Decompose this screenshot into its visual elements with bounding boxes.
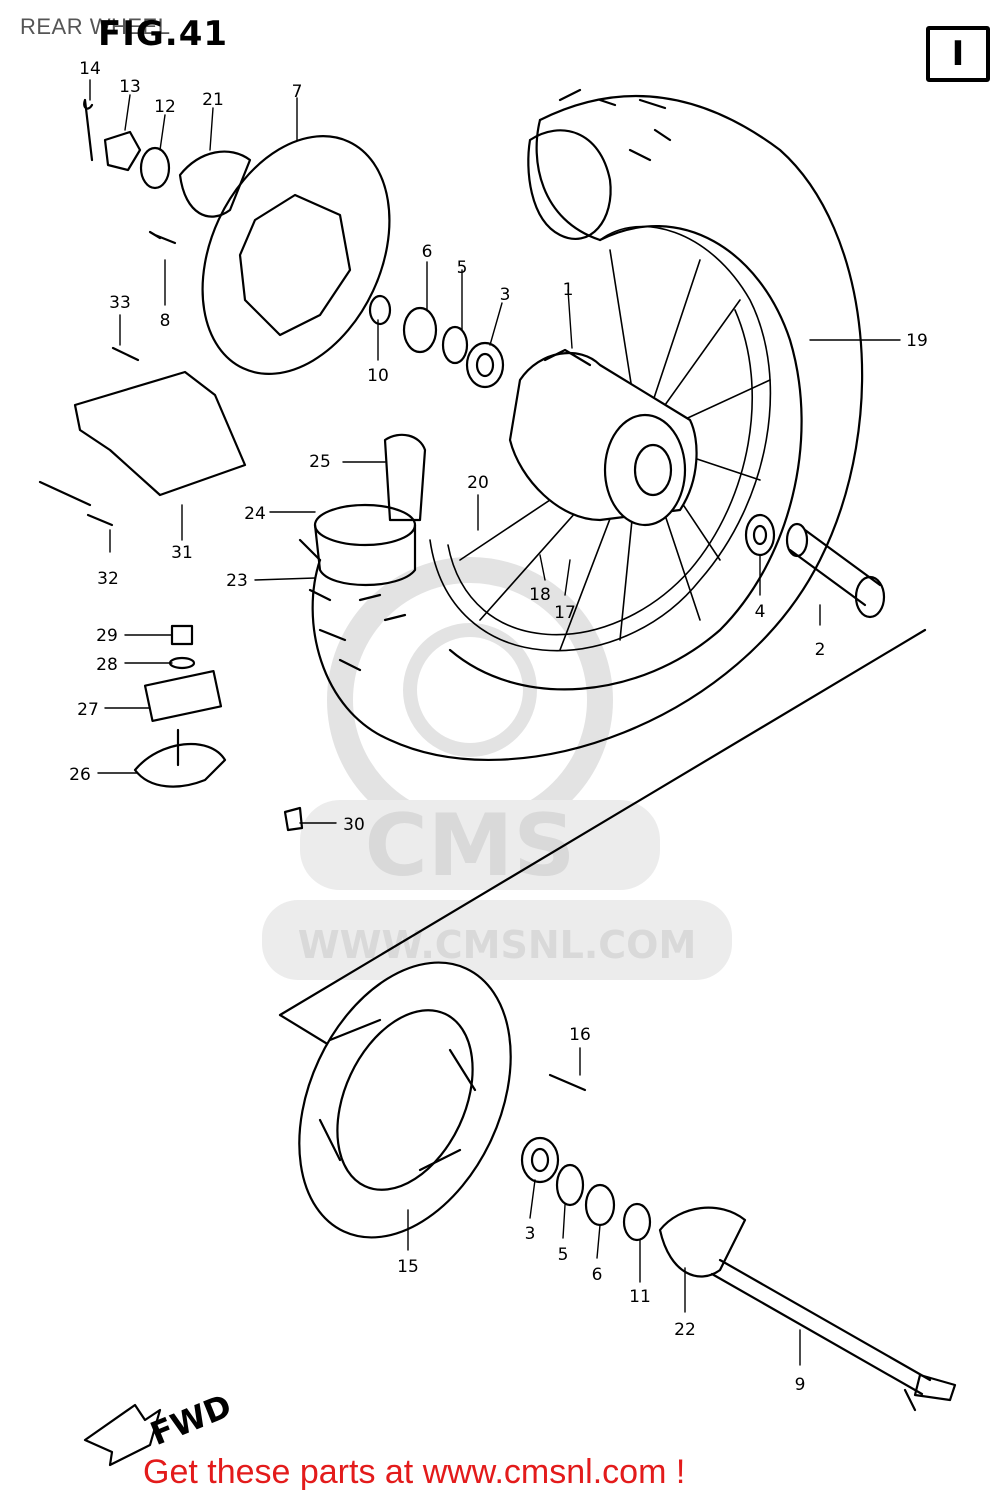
callout-23: 23 [226, 571, 248, 591]
callout-29: 29 [96, 626, 118, 646]
callout-14: 14 [79, 59, 101, 79]
fwd-arrow [83, 1403, 162, 1467]
callout-28: 28 [96, 655, 118, 675]
watermark-url: WWW.CMSNL.COM [298, 923, 697, 967]
disc-cover [73, 370, 247, 497]
rim-lock-washer [168, 656, 196, 670]
callout-5: 5 [457, 258, 468, 278]
callout-26: 26 [69, 765, 91, 785]
cotter-pin [83, 98, 94, 162]
callout-9: 9 [795, 1375, 806, 1395]
callout-17: 17 [554, 603, 576, 623]
callout-13: 13 [119, 77, 141, 97]
fwd-label: FWD [145, 1387, 237, 1454]
chain-adjuster-right [658, 1206, 747, 1278]
watermark: CMS WWW.CMSNL.COM [262, 557, 732, 980]
callout-32: 32 [97, 569, 119, 589]
callout-33: 33 [109, 293, 131, 313]
chain-adjuster-left [178, 150, 252, 218]
nut [103, 130, 142, 172]
brake-disc [201, 135, 391, 375]
tire [298, 88, 864, 761]
callout-6-lower: 6 [592, 1265, 603, 1285]
valve-cap [283, 806, 304, 832]
bearings-and-seals [368, 294, 776, 1242]
callout-3: 3 [500, 285, 511, 305]
cover-screw-upper [111, 346, 140, 362]
cover-screw-lower [86, 513, 114, 527]
callout-11: 11 [629, 1287, 651, 1307]
rim-lock-nut [170, 624, 194, 646]
figure-label: FIG.41 [98, 14, 229, 54]
tube [313, 503, 417, 586]
sprocket-bolt [548, 1073, 587, 1092]
section-marker: I [926, 26, 990, 82]
page-title: REAR WHEEL [20, 14, 171, 39]
rim-lock-plate [143, 670, 223, 722]
callout-4: 4 [755, 602, 766, 622]
axle [710, 1258, 957, 1412]
rim-lock [133, 742, 227, 788]
callout-7: 7 [292, 82, 303, 102]
callout-19: 19 [906, 331, 928, 351]
watermark-brand: CMS [365, 796, 576, 896]
sprocket [298, 961, 512, 1239]
disc-bolt [148, 230, 177, 245]
callout-30: 30 [343, 815, 365, 835]
callout-3-lower: 3 [525, 1224, 536, 1244]
callout-5-lower: 5 [558, 1245, 569, 1265]
callout-12: 12 [154, 97, 176, 117]
callout-1: 1 [563, 280, 574, 300]
callouts: 1 2 3 4 5 6 7 8 9 10 11 12 13 14 15 16 1… [69, 59, 928, 1395]
callout-21: 21 [202, 90, 224, 110]
rim-band [383, 433, 427, 522]
get-parts-link[interactable]: Get these parts at www.cmsnl.com ! [143, 1453, 686, 1491]
washer [139, 146, 171, 190]
callout-18: 18 [529, 585, 551, 605]
callout-6: 6 [422, 242, 433, 262]
callout-16: 16 [569, 1025, 591, 1045]
callout-25: 25 [309, 452, 331, 472]
hub [508, 348, 698, 527]
callout-8: 8 [160, 311, 171, 331]
callout-24: 24 [244, 504, 266, 524]
callout-27: 27 [77, 700, 99, 720]
callout-10: 10 [367, 366, 389, 386]
callout-22: 22 [674, 1320, 696, 1340]
callout-20: 20 [467, 473, 489, 493]
callout-2: 2 [815, 640, 826, 660]
callout-15: 15 [397, 1257, 419, 1277]
axle-collar [785, 522, 886, 619]
callout-31: 31 [171, 543, 193, 563]
leader-lines [89, 79, 901, 1366]
